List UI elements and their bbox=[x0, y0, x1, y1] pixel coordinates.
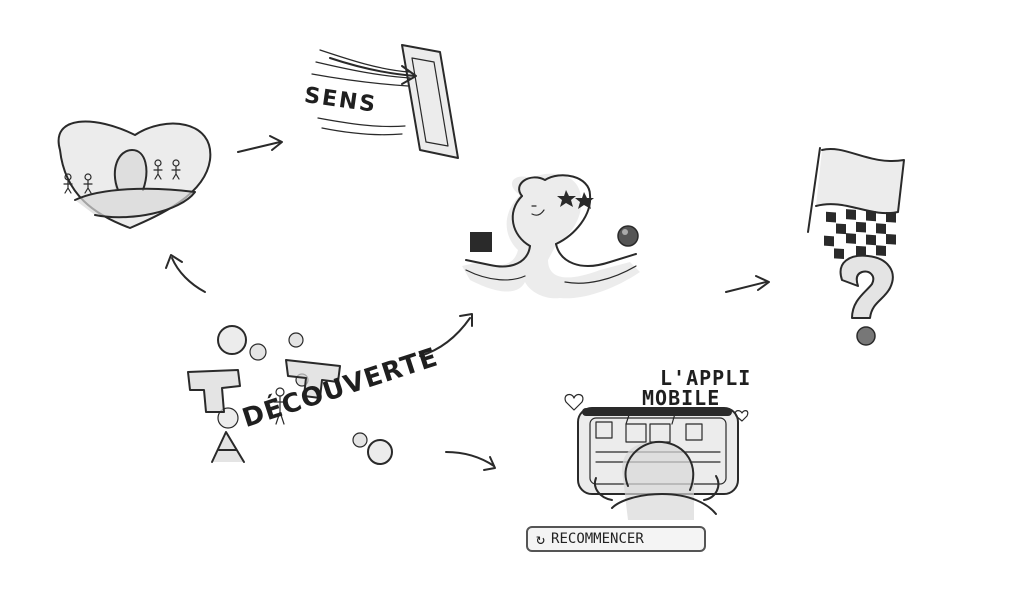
heart-community-illustration bbox=[59, 121, 211, 228]
decision-figure-illustration bbox=[462, 174, 640, 299]
question-mark-icon bbox=[841, 256, 893, 345]
mobile-app-illustration bbox=[565, 395, 748, 520]
recommencer-button[interactable]: ↻ RECOMMENCER bbox=[526, 526, 706, 552]
arrow-up-left-icon bbox=[166, 255, 205, 292]
restart-icon: ↻ bbox=[536, 530, 545, 548]
recommencer-button-label: RECOMMENCER bbox=[551, 531, 644, 547]
arrow-right-icon bbox=[726, 276, 769, 292]
appli-mobile-label-line2: MOBILE bbox=[642, 386, 720, 410]
checkered-flag-icon bbox=[808, 148, 904, 259]
arrow-down-right-icon bbox=[446, 452, 495, 470]
arrow-right-icon bbox=[238, 136, 282, 152]
